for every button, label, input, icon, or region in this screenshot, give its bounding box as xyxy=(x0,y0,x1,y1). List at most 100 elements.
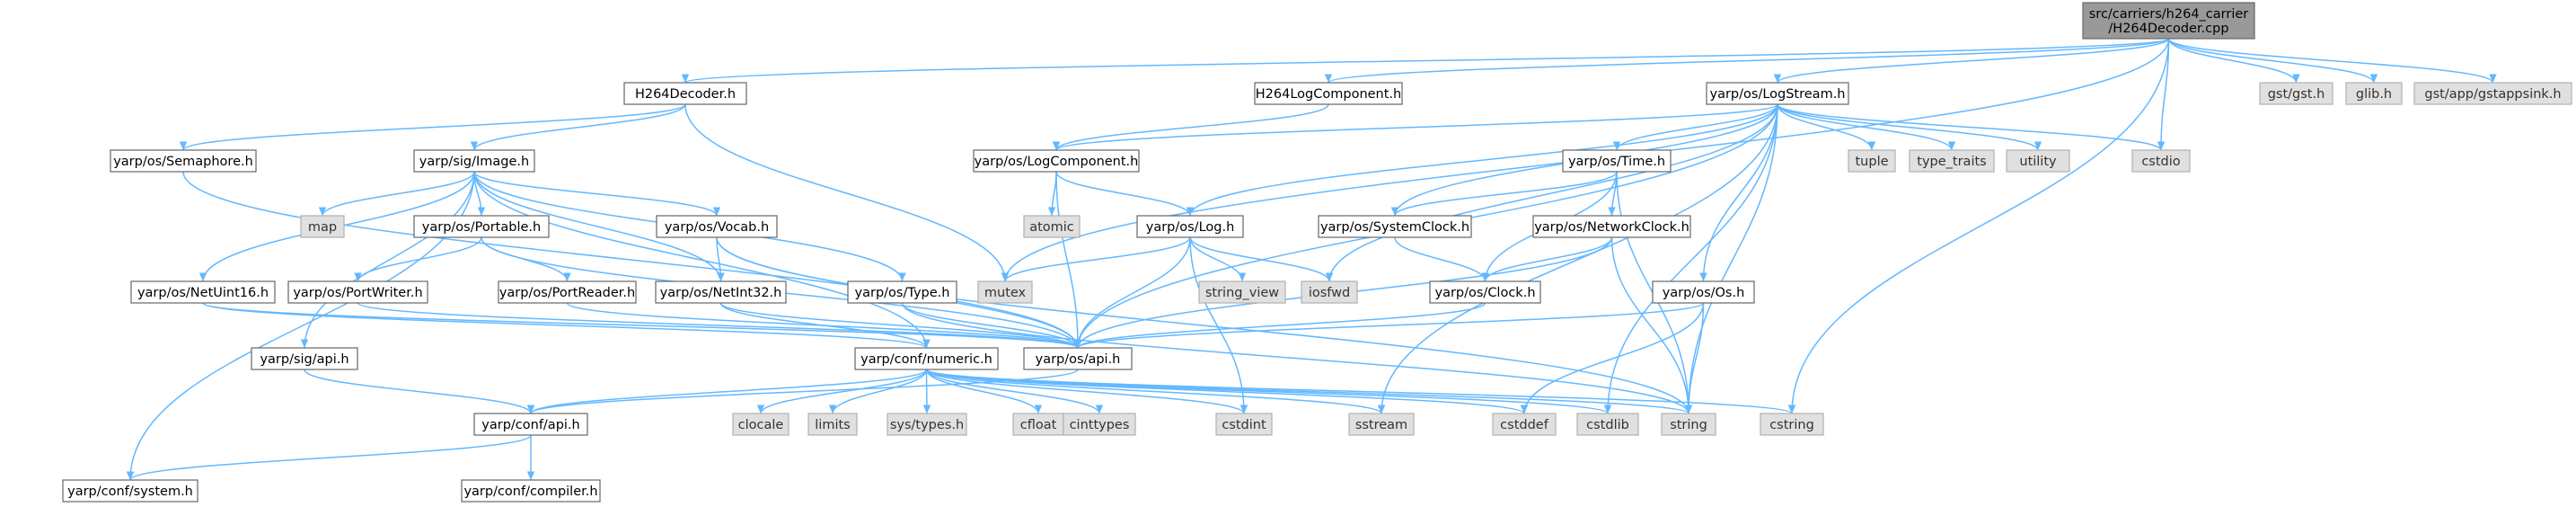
node-label-log_h: yarp/os/Log.h xyxy=(1146,220,1235,235)
node-label-mutex: mutex xyxy=(984,286,1027,300)
node-portreader_h[interactable]: yarp/os/PortReader.h xyxy=(498,280,637,304)
edge-netint32_h-to-os_api_h xyxy=(719,302,1082,349)
node-label-portreader_h: yarp/os/PortReader.h xyxy=(499,286,635,300)
node-box-string_view xyxy=(1198,280,1286,304)
node-label-gst_h: gst/gst.h xyxy=(2268,87,2325,102)
edge-image_h-to-sig_api_h xyxy=(300,171,475,349)
edge-image_h-to-map xyxy=(318,171,475,217)
node-logcomponent_h[interactable]: yarp/os/LogComponent.h xyxy=(973,149,1140,173)
node-label-clock_h: yarp/os/Clock.h xyxy=(1434,286,1535,300)
edge-conf_api_h-to-conf_system_h xyxy=(126,434,532,481)
node-label-networkclock_h: yarp/os/NetworkClock.h xyxy=(1534,220,1689,235)
edge-numeric_h-to-cfloat xyxy=(925,369,1043,414)
node-numeric_h[interactable]: yarp/conf/numeric.h xyxy=(854,347,999,370)
node-iosfwd: iosfwd xyxy=(1301,280,1358,304)
node-box-os_api_h xyxy=(1023,347,1133,370)
node-sstream: sstream xyxy=(1348,413,1415,436)
node-os_h[interactable]: yarp/os/Os.h xyxy=(1652,280,1755,304)
node-conf_system_h[interactable]: yarp/conf/system.h xyxy=(62,479,198,503)
node-box-sys_types_h xyxy=(887,413,967,436)
edge-logcomponent_h-to-atomic xyxy=(1047,171,1057,217)
node-label-conf_system_h: yarp/conf/system.h xyxy=(67,485,193,499)
node-label-cfloat: cfloat xyxy=(1020,418,1057,432)
node-box-conf_api_h xyxy=(473,413,588,436)
edge-time_h-to-systemclock_h xyxy=(1390,171,1618,217)
node-h264decoder_h[interactable]: H264Decoder.h xyxy=(623,82,747,105)
node-label-netuint16_h: yarp/os/NetUint16.h xyxy=(137,286,269,300)
node-box-compiler_h xyxy=(461,479,601,503)
edge-root-to-gst_h xyxy=(2167,38,2300,84)
node-label-glib_h: glib.h xyxy=(2356,87,2392,102)
node-log_h[interactable]: yarp/os/Log.h xyxy=(1136,215,1244,238)
node-cstdio: cstdio xyxy=(2131,149,2191,173)
node-box-cstddef xyxy=(1492,413,1557,436)
edge-log_h-to-os_api_h xyxy=(1073,236,1191,349)
node-label-iosfwd: iosfwd xyxy=(1309,286,1350,300)
node-label-atomic: atomic xyxy=(1029,220,1074,235)
edge-numeric_h-to-sstream xyxy=(925,369,1385,414)
node-box-semaphore_h xyxy=(110,149,257,173)
node-box-map xyxy=(300,215,345,238)
edge-image_h-to-netint32_h xyxy=(473,171,725,282)
node-box-clock_h xyxy=(1429,280,1541,304)
node-image_h[interactable]: yarp/sig/Image.h xyxy=(413,149,535,173)
node-box-cinttypes xyxy=(1063,413,1136,436)
node-label-string_view: string_view xyxy=(1205,286,1279,300)
node-utility: utility xyxy=(2006,149,2070,173)
node-netuint16_h[interactable]: yarp/os/NetUint16.h xyxy=(130,280,276,304)
node-box-cfloat xyxy=(1012,413,1064,436)
node-sig_api_h[interactable]: yarp/sig/api.h xyxy=(251,347,358,370)
node-h264logcomponent_h[interactable]: H264LogComponent.h xyxy=(1254,82,1403,105)
node-box-type_h xyxy=(847,280,957,304)
node-label-string: string xyxy=(1670,418,1707,432)
edge-logstream_h-to-cstdlib xyxy=(1603,103,1778,414)
edge-log_h-to-mutex xyxy=(1001,236,1191,282)
edge-logstream_h-to-type_traits xyxy=(1777,103,1956,151)
node-type_h[interactable]: yarp/os/Type.h xyxy=(847,280,957,304)
node-portwriter_h[interactable]: yarp/os/PortWriter.h xyxy=(287,280,428,304)
edge-vocab_h-to-netint32_h xyxy=(716,236,725,282)
node-mutex: mutex xyxy=(977,280,1033,304)
node-clocale: clocale xyxy=(732,413,790,436)
dependency-edges xyxy=(126,38,2497,481)
edge-netuint16_h-to-numeric_h xyxy=(202,302,931,349)
node-networkclock_h[interactable]: yarp/os/NetworkClock.h xyxy=(1532,215,1691,238)
edge-logstream_h-to-string xyxy=(1684,103,1778,414)
edge-numeric_h-to-cinttypes xyxy=(925,369,1104,414)
node-string: string xyxy=(1661,413,1716,436)
node-systemclock_h[interactable]: yarp/os/SystemClock.h xyxy=(1318,215,1472,238)
node-clock_h[interactable]: yarp/os/Clock.h xyxy=(1429,280,1541,304)
node-label-type_traits: type_traits xyxy=(1917,155,1986,169)
node-glib_h: glib.h xyxy=(2345,82,2403,105)
edge-h264logcomponent_h-to-logcomponent_h xyxy=(1052,103,1329,151)
node-portable_h[interactable]: yarp/os/Portable.h xyxy=(413,215,550,238)
node-box-cstring xyxy=(1760,413,1824,436)
edge-sig_api_h-to-conf_api_h xyxy=(304,369,535,414)
edge-numeric_h-to-sys_types_h xyxy=(922,369,931,414)
edge-root-to-logstream_h xyxy=(1773,38,2170,84)
node-vocab_h[interactable]: yarp/os/Vocab.h xyxy=(656,215,778,238)
node-root[interactable]: src/carriers/h264_carrier/H264Decoder.cp… xyxy=(2082,2,2255,40)
node-box-utility xyxy=(2006,149,2070,173)
node-label-compiler_h: yarp/conf/compiler.h xyxy=(463,485,597,499)
node-logstream_h[interactable]: yarp/os/LogStream.h xyxy=(1706,82,1849,105)
node-atomic: atomic xyxy=(1023,215,1081,238)
node-box-h264decoder_h xyxy=(623,82,747,105)
node-label-root: /H264Decoder.cpp xyxy=(2108,22,2228,36)
node-label-cstddef: cstddef xyxy=(1500,418,1549,432)
node-box-mutex xyxy=(977,280,1033,304)
node-box-gstappsink_h xyxy=(2413,82,2572,105)
edge-os_h-to-os_api_h xyxy=(1074,302,1705,349)
node-box-clocale xyxy=(732,413,790,436)
edge-root-to-h264decoder_h xyxy=(682,38,2170,84)
node-cstddef: cstddef xyxy=(1492,413,1557,436)
node-conf_api_h[interactable]: yarp/conf/api.h xyxy=(473,413,588,436)
edge-logstream_h-to-tuple xyxy=(1777,103,1876,151)
node-semaphore_h[interactable]: yarp/os/Semaphore.h xyxy=(110,149,257,173)
node-os_api_h[interactable]: yarp/os/api.h xyxy=(1023,347,1133,370)
node-box-sstream xyxy=(1348,413,1415,436)
node-netint32_h[interactable]: yarp/os/NetInt32.h xyxy=(655,280,787,304)
node-box-systemclock_h xyxy=(1318,215,1472,238)
node-time_h[interactable]: yarp/os/Time.h xyxy=(1562,149,1672,173)
node-compiler_h[interactable]: yarp/conf/compiler.h xyxy=(461,479,601,503)
